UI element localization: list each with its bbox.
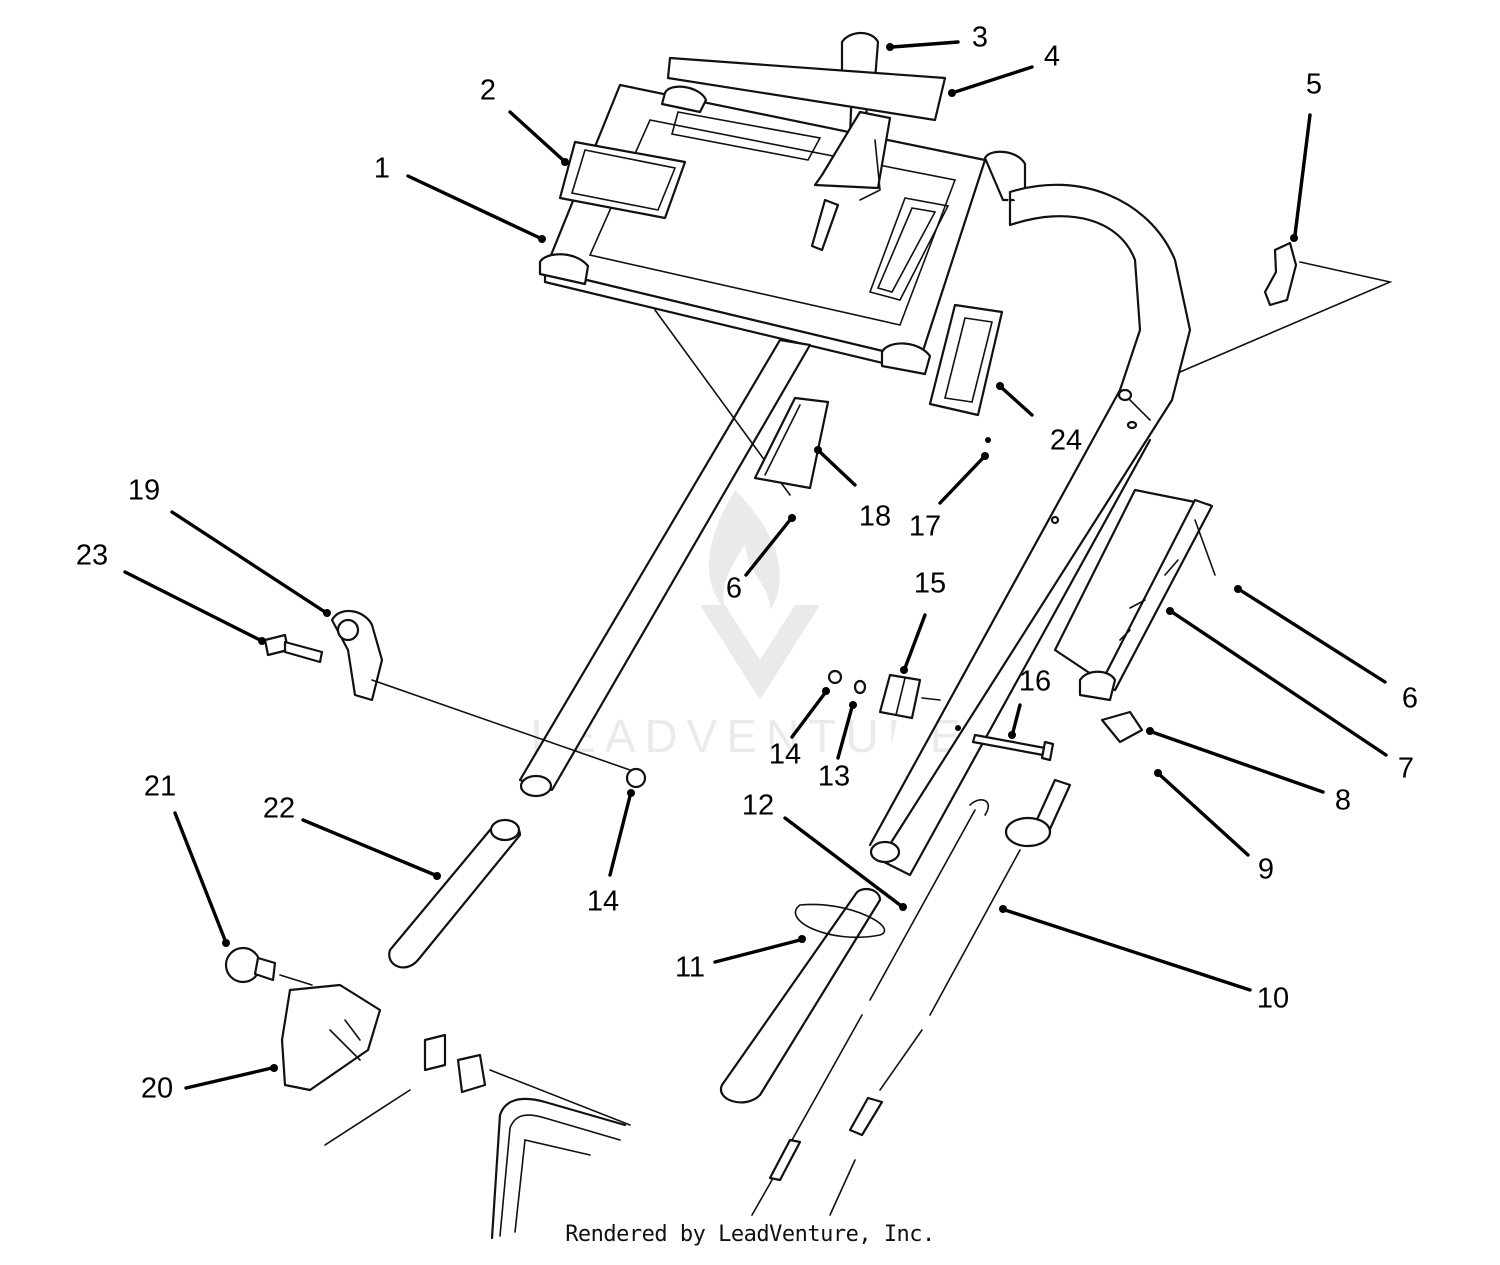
adjuster-cable (829, 778, 1072, 1216)
callout-16: 16 (1019, 666, 1051, 698)
callout-5: 5 (1306, 69, 1322, 101)
callout-20: 20 (141, 1073, 173, 1105)
pivot-bracket (330, 609, 631, 771)
knob (224, 946, 313, 986)
callout-3: 3 (972, 22, 988, 54)
callout-9: 9 (1258, 854, 1274, 886)
callout-7: 7 (1398, 753, 1414, 785)
callout-6a: 6 (726, 573, 742, 605)
watermark-text: LEADVENTURE (531, 710, 970, 762)
bracket-right (928, 303, 1004, 443)
callout-14b: 14 (587, 886, 619, 918)
decal (558, 140, 687, 220)
bolt (955, 725, 1055, 762)
mower-deck (490, 1097, 627, 1240)
callout-19: 19 (128, 475, 160, 507)
washer-nut (827, 669, 867, 695)
control-panel (538, 83, 987, 376)
callout-13: 13 (818, 761, 850, 793)
cable-clip (1179, 241, 1393, 373)
leader-lines (123, 40, 1388, 1090)
footer-credit: Rendered by LeadVenture, Inc. (565, 1222, 935, 1247)
callout-labels: 1 2 3 4 5 6 6 7 8 9 10 11 12 13 14 14 15… (76, 22, 1418, 1105)
bail (719, 887, 886, 1104)
shift-plate (666, 56, 947, 201)
callout-18: 18 (859, 501, 891, 533)
callout-22: 22 (263, 793, 295, 825)
callout-8: 8 (1335, 785, 1351, 817)
block (878, 673, 941, 720)
callout-1: 1 (374, 153, 390, 185)
watermark-logo: LEADVENTURE (531, 490, 970, 762)
callout-15: 15 (914, 568, 946, 600)
upper-handle (868, 150, 1192, 877)
callout-17: 17 (909, 511, 941, 543)
pivot-bolt (263, 633, 324, 664)
control-cable (751, 799, 990, 1216)
callout-21: 21 (144, 771, 176, 803)
callout-14a: 14 (769, 739, 801, 771)
callout-4: 4 (1044, 41, 1060, 73)
callout-6b: 6 (1402, 683, 1418, 715)
callout-11: 11 (675, 952, 705, 984)
nut (625, 767, 647, 789)
callout-12: 12 (742, 790, 774, 822)
handle-grip (388, 818, 522, 969)
control-bracket (1053, 488, 1216, 692)
bail-clamp (1078, 670, 1144, 744)
callout-24: 24 (1050, 425, 1082, 457)
callout-2: 2 (480, 75, 496, 107)
callout-23: 23 (76, 540, 108, 572)
bracket-left (753, 396, 830, 490)
pivot-block (280, 983, 631, 1146)
callout-10: 10 (1257, 983, 1289, 1015)
